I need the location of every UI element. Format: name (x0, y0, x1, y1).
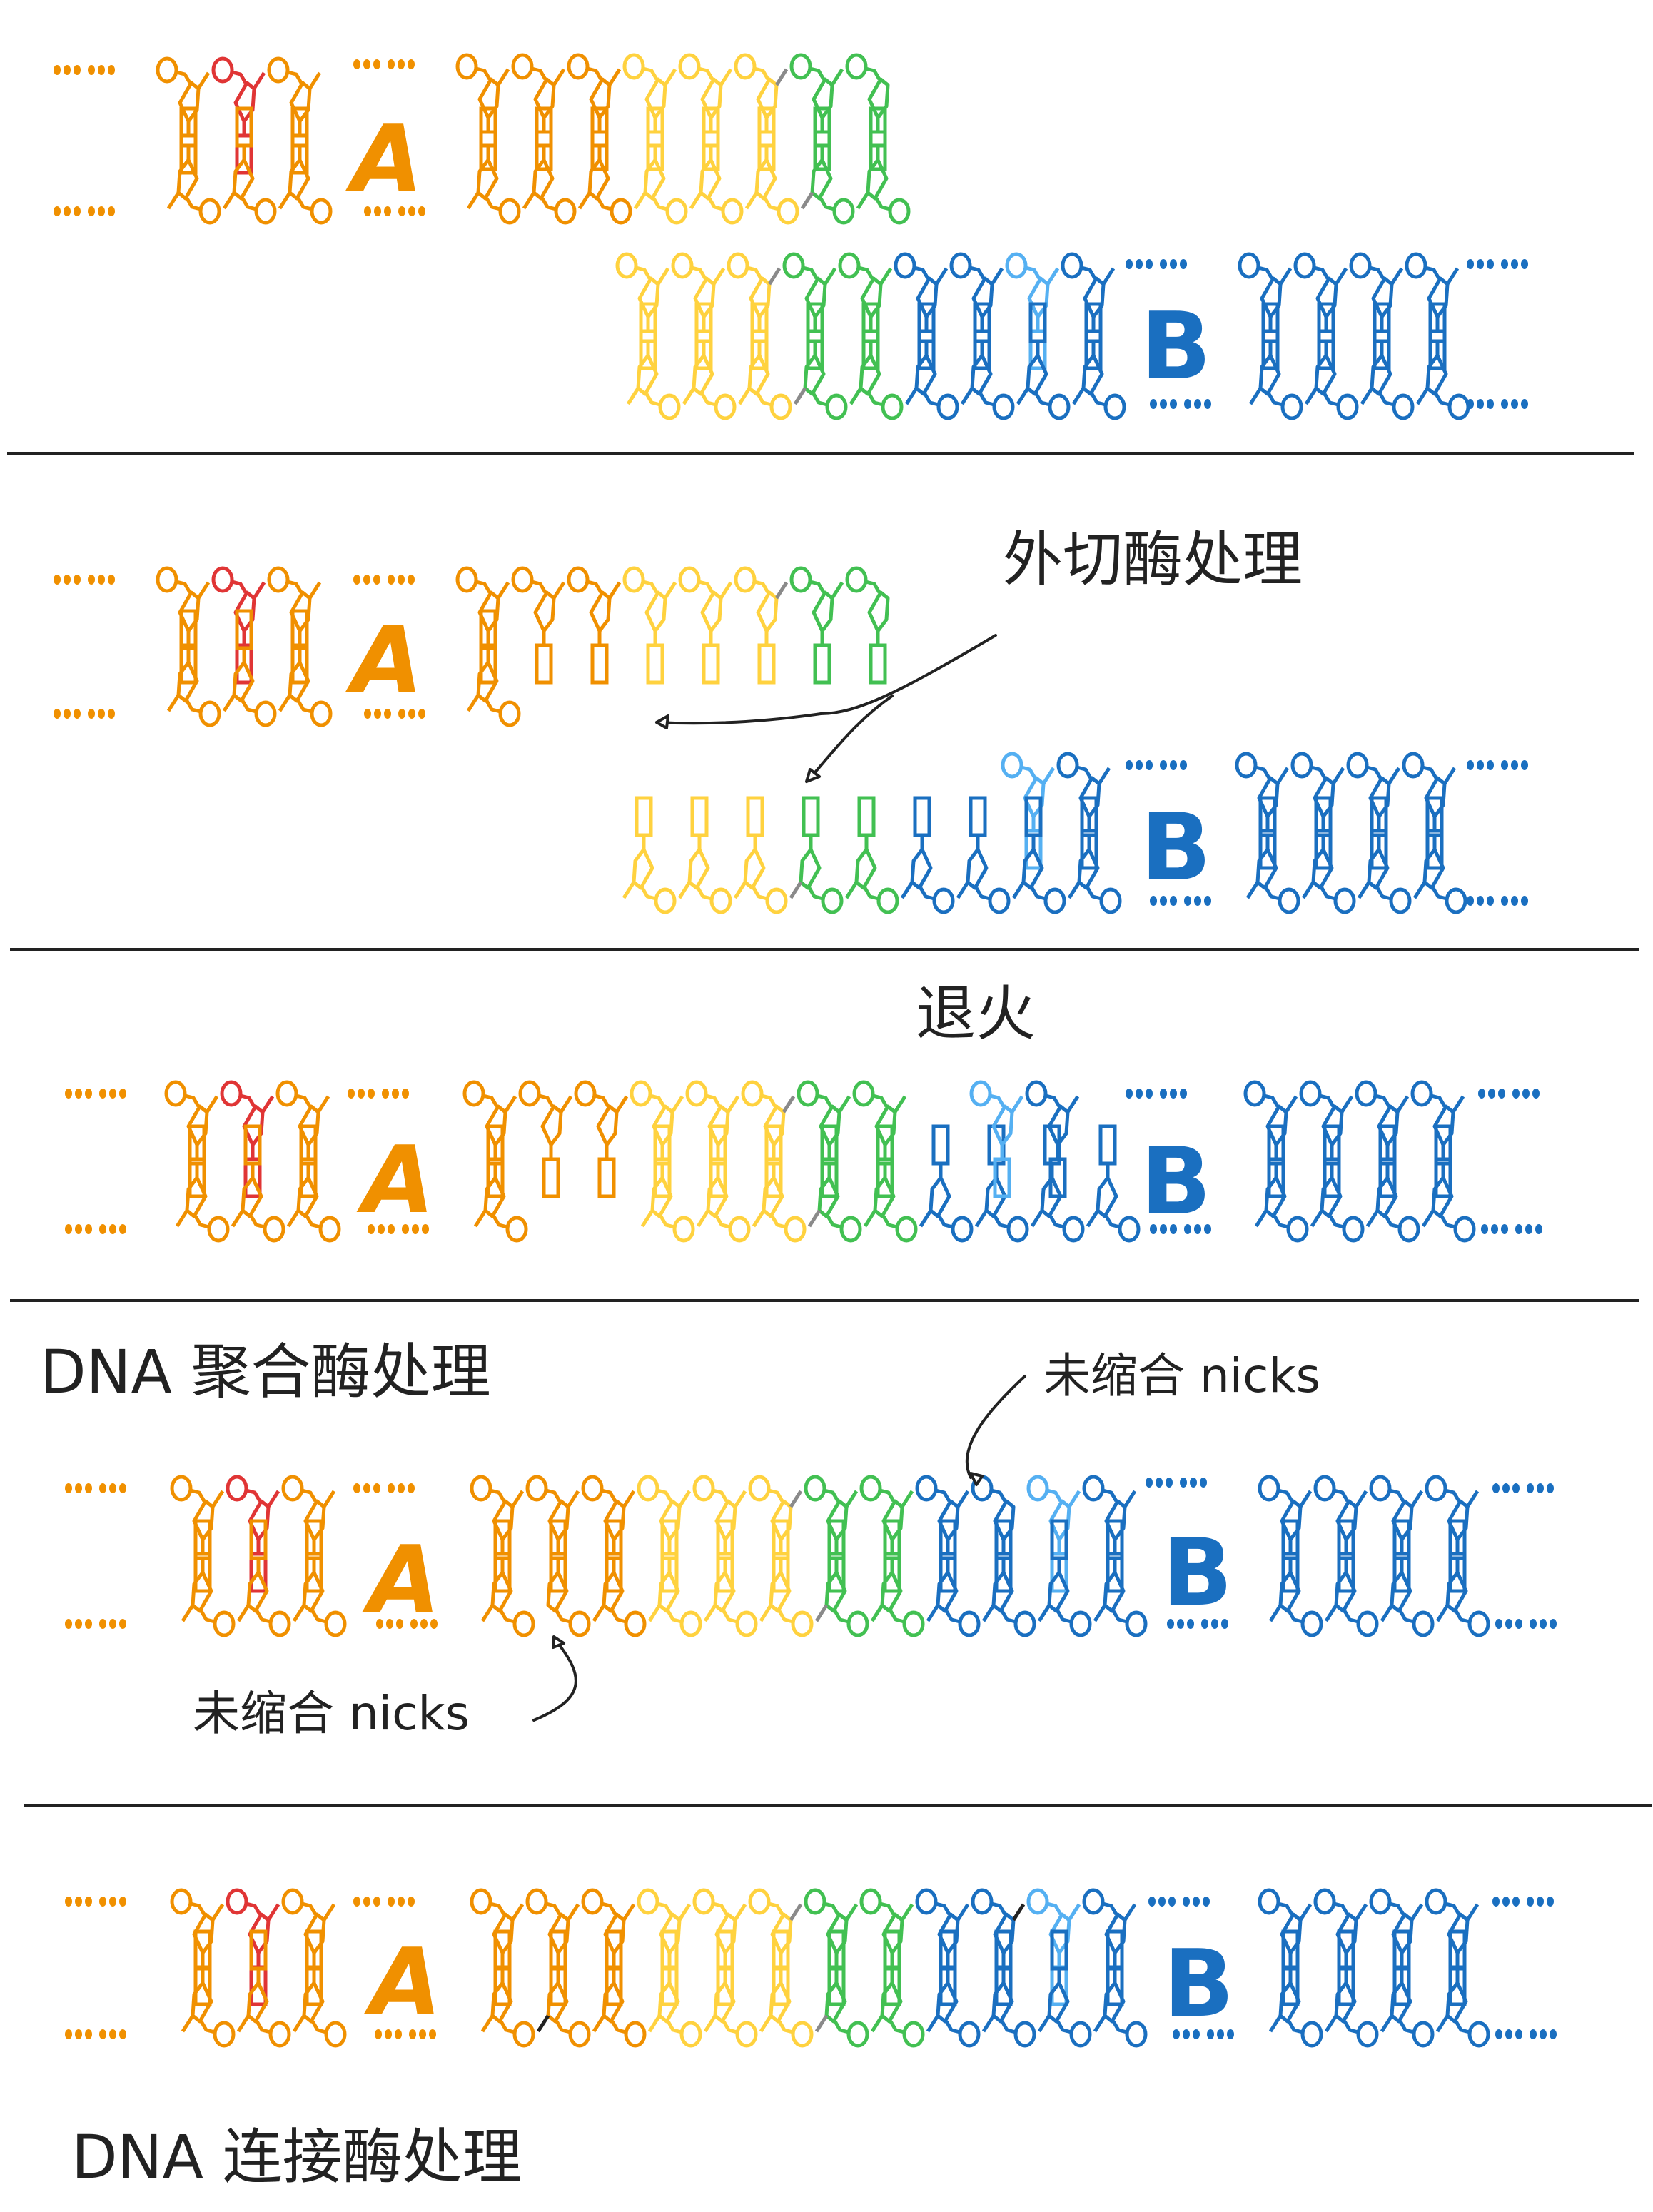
fragment-B-label: B (1163, 1929, 1234, 2038)
panel-initial (54, 53, 1528, 420)
nick-arrow-top (965, 1375, 1026, 1486)
divider-2 (10, 948, 1639, 951)
fragment-B-label: B (1141, 793, 1211, 902)
fragment-A-label: A (345, 105, 423, 213)
fragment-A-label: A (356, 1126, 435, 1234)
label-ligase: DNA 连接酶处理 (71, 2122, 522, 2192)
fragment-A-label: A (363, 1928, 442, 2036)
panel-ligase (65, 1888, 1557, 2048)
exonuclease-arrow-bottom (805, 695, 894, 783)
label-exonuclease: 外切酶处理 (1003, 525, 1303, 595)
panel-annealing (65, 1080, 1542, 1243)
fragment-A-label: A (362, 1525, 440, 1634)
label-nick-top: 未缩合 nicks (1043, 1348, 1321, 1403)
label-annealing: 退火 (916, 979, 1036, 1049)
label-polymerase: DNA 聚合酶处理 (40, 1337, 491, 1407)
panel-exonuclease (54, 566, 1528, 914)
exonuclease-arrow-top (655, 634, 997, 729)
fragment-B-label: B (1162, 1518, 1233, 1627)
divider-4 (24, 1804, 1652, 1807)
divider-3 (10, 1299, 1639, 1302)
panel-polymerase (65, 1475, 1557, 1637)
fragment-B-label: B (1141, 292, 1211, 400)
fragment-A-label: A (345, 606, 423, 714)
fragment-B-label: B (1141, 1127, 1211, 1236)
nick-arrow-bottom (532, 1635, 577, 1722)
divider-1 (7, 452, 1634, 455)
label-nick-bottom: 未缩合 nicks (193, 1686, 470, 1741)
